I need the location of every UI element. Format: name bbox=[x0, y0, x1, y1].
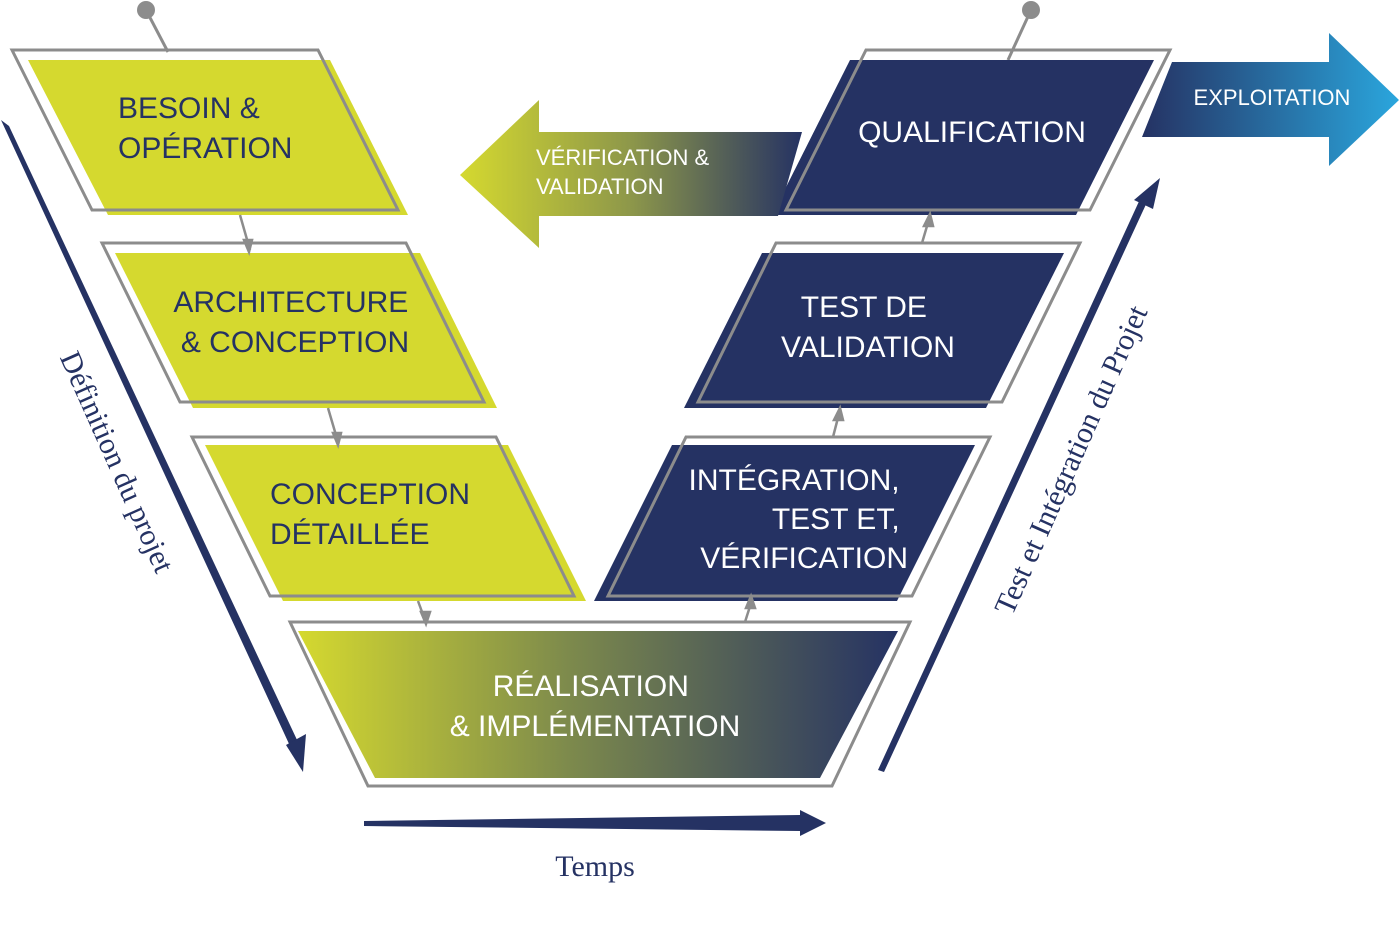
conception-line-2: DÉTAILLÉE bbox=[270, 518, 430, 551]
svg-text:RÉALISATION & IMPLÉMENTA: RÉALISATION & IMPLÉMENTATION bbox=[450, 670, 741, 743]
block-qualification: QUALIFICATION bbox=[772, 48, 1173, 215]
pin-right bbox=[1006, 1, 1040, 61]
integration-line-2: TEST ET, bbox=[772, 503, 900, 536]
svg-text:VÉRIFICATION & VALIDATIO: VÉRIFICATION & VALIDATION bbox=[536, 145, 715, 199]
conception-line-1: CONCEPTION bbox=[270, 478, 470, 511]
block-realisation-implementation: RÉALISATION & IMPLÉMENTATION bbox=[287, 620, 913, 788]
qualification-label: QUALIFICATION bbox=[858, 116, 1086, 149]
besoin-line-2: OPÉRATION bbox=[118, 132, 292, 165]
verification-validation-arrow: VÉRIFICATION & VALIDATION bbox=[460, 100, 802, 248]
architecture-line-2: & CONCEPTION bbox=[181, 326, 409, 359]
svg-text:INTÉGRATION, TEST ET,: INTÉGRATION, TEST ET, VÉRIFICATION bbox=[689, 464, 908, 575]
block-test-validation: TEST DE VALIDATION bbox=[684, 241, 1083, 408]
exploitation-label: EXPLOITATION bbox=[1194, 85, 1351, 110]
connector-arrows bbox=[238, 210, 935, 628]
time-axis-label: Temps bbox=[555, 850, 635, 883]
pin-left bbox=[137, 1, 170, 53]
svg-text:TEST DE VALIDATION: TEST DE VALIDATION bbox=[781, 291, 955, 364]
svg-text:BESOIN & OPÉRATION: BESOIN & OPÉRATION bbox=[118, 92, 292, 165]
left-axis-arrow bbox=[1, 120, 306, 772]
architecture-line-1: ARCHITECTURE bbox=[173, 286, 408, 319]
block-architecture-conception: ARCHITECTURE & CONCEPTION bbox=[99, 241, 497, 408]
test-validation-line-1: TEST DE bbox=[801, 291, 927, 324]
verification-line-2: VALIDATION bbox=[536, 174, 664, 199]
block-integration-test-verification: INTÉGRATION, TEST ET, VÉRIFICATION bbox=[594, 435, 993, 601]
verification-line-1: VÉRIFICATION & bbox=[536, 145, 709, 170]
integration-line-3: VÉRIFICATION bbox=[700, 542, 908, 575]
time-axis-arrow bbox=[364, 810, 826, 836]
besoin-line-1: BESOIN & bbox=[118, 92, 260, 125]
realisation-line-2: & IMPLÉMENTATION bbox=[450, 710, 741, 743]
right-axis-arrow bbox=[878, 178, 1160, 772]
exploitation-arrow: EXPLOITATION bbox=[1142, 33, 1399, 166]
block-conception-detaillee: CONCEPTION DÉTAILLÉE bbox=[189, 435, 586, 601]
realisation-line-1: RÉALISATION bbox=[493, 670, 689, 703]
svg-text:CONCEPTION DÉTAILLÉE: CONCEPTION DÉTAILLÉE bbox=[270, 478, 478, 551]
svg-text:QUALIFICATION: QUALIFICATION bbox=[858, 116, 1086, 149]
block-besoin-operation: BESOIN & OPÉRATION bbox=[9, 48, 408, 215]
test-validation-line-2: VALIDATION bbox=[781, 331, 955, 364]
svg-text:ARCHITECTURE & CONCEPTIO: ARCHITECTURE & CONCEPTION bbox=[173, 286, 416, 359]
integration-line-1: INTÉGRATION, bbox=[689, 464, 900, 497]
